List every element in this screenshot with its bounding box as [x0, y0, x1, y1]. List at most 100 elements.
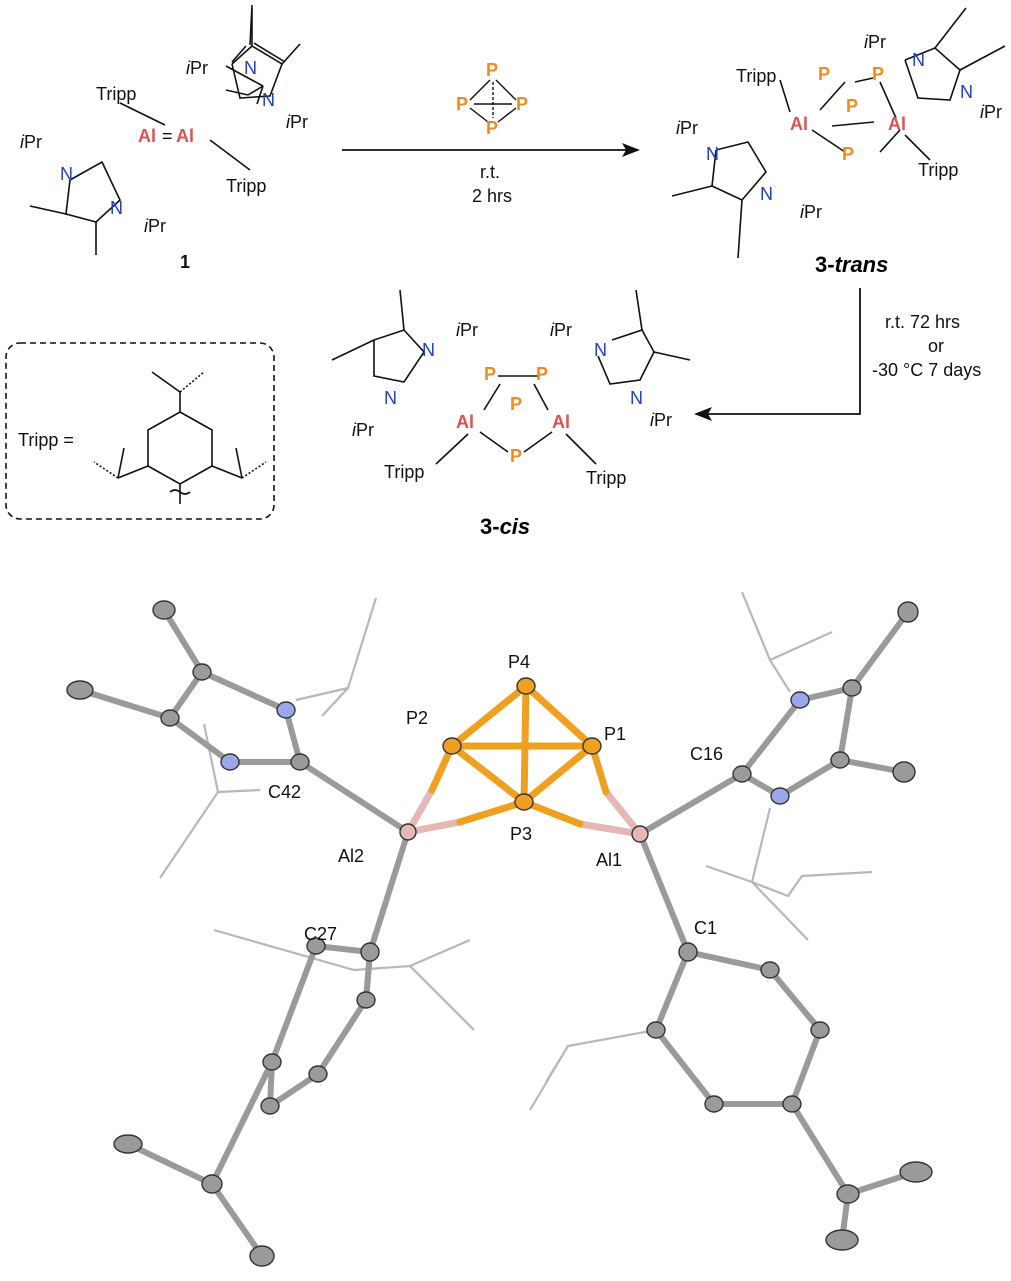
tripp-label: Tripp	[736, 66, 776, 86]
ipr-label: iPr	[352, 420, 374, 440]
conversion-arrow	[694, 288, 861, 421]
atom-label-c16: C16	[690, 744, 723, 764]
p4-reagent	[469, 79, 517, 123]
double-bond: =	[162, 126, 173, 146]
conditions-time: 2 hrs	[472, 186, 512, 206]
atom-p4	[516, 677, 536, 695]
ipr-label: iPr	[20, 132, 42, 152]
n-label: N	[760, 184, 773, 204]
atom-c	[260, 1097, 280, 1115]
p-atom: P	[872, 64, 884, 84]
ipr-label: iPr	[864, 32, 886, 52]
atom-c	[836, 1184, 860, 1204]
atom-c	[160, 709, 180, 727]
atom-c27	[360, 942, 380, 962]
tripp-label: Tripp	[586, 468, 626, 488]
p-atom: P	[510, 446, 522, 466]
ipr-label: iPr	[676, 118, 698, 138]
conversion-condition: r.t. 72 hrs	[885, 312, 960, 332]
compound-1	[29, 4, 301, 255]
atom-c	[66, 680, 94, 700]
n-label: N	[706, 144, 719, 164]
atom-label-p2: P2	[406, 708, 428, 728]
atom-p1	[582, 737, 602, 755]
n-label: N	[244, 58, 257, 78]
atom-c	[308, 1065, 328, 1083]
atom-c	[249, 1245, 275, 1267]
atom-label-p3: P3	[510, 824, 532, 844]
atom-c	[306, 937, 326, 955]
ipr-label: iPr	[550, 320, 572, 340]
n-label: N	[594, 340, 607, 360]
al-label: Al	[552, 412, 570, 432]
atom-c	[825, 1229, 859, 1251]
ipr-label: iPr	[650, 410, 672, 430]
conditions-temperature: r.t.	[480, 162, 500, 182]
conversion-condition: -30 °C 7 days	[872, 360, 981, 380]
atom-c	[830, 751, 850, 769]
atom-c16	[732, 765, 752, 783]
atom-al1	[631, 825, 649, 843]
atom-c	[152, 600, 176, 620]
p-atom: P	[484, 364, 496, 384]
atom-c	[201, 1174, 223, 1194]
compound-3-cis	[331, 289, 691, 465]
atom-al2	[399, 823, 417, 841]
p-atom: P	[516, 94, 528, 114]
ipr-label: iPr	[286, 112, 308, 132]
atom-c1	[678, 942, 698, 962]
atom-p3	[514, 793, 534, 811]
atom-label-c27: C27	[304, 924, 337, 944]
n-label: N	[912, 50, 925, 70]
atom-label-al1: Al1	[596, 850, 622, 870]
atom-label-al2: Al2	[338, 846, 364, 866]
n-label: N	[630, 388, 643, 408]
crystal-structure	[66, 591, 933, 1267]
compound-label-3-cis: 3-cis	[480, 514, 530, 539]
atom-c	[356, 991, 376, 1009]
atom-c	[899, 1161, 933, 1183]
ipr-label: iPr	[144, 216, 166, 236]
wireframe-substituents	[159, 591, 873, 1111]
tripp-label: Tripp	[384, 462, 424, 482]
al-label: Al	[456, 412, 474, 432]
atom-label-c42: C42	[268, 782, 301, 802]
phosphorus-bonds	[428, 682, 610, 828]
p-atom: P	[510, 394, 522, 414]
tripp-label: Tripp	[226, 176, 266, 196]
conversion-condition: or	[928, 336, 944, 356]
al-label: Al	[790, 114, 808, 134]
atom-n	[770, 787, 790, 805]
atom-c	[262, 1053, 282, 1071]
ipr-label: iPr	[456, 320, 478, 340]
atom-c	[113, 1134, 143, 1154]
compound-label-3-trans: 3-trans	[815, 252, 888, 277]
n-label: N	[384, 388, 397, 408]
atom-c	[192, 663, 212, 681]
p-atom: P	[818, 64, 830, 84]
n-label: N	[422, 340, 435, 360]
atom-n	[220, 753, 240, 771]
tripp-label: Tripp	[918, 160, 958, 180]
n-label: N	[60, 164, 73, 184]
n-label: N	[110, 198, 123, 218]
tripp-label: Tripp	[96, 84, 136, 104]
reaction-arrow	[342, 143, 640, 157]
atom-c	[842, 679, 862, 697]
atom-p2	[442, 737, 462, 755]
atom-label-c1: C1	[694, 918, 717, 938]
n-label: N	[960, 82, 973, 102]
p-atom: P	[486, 118, 498, 138]
atom-c	[810, 1021, 830, 1039]
al-right-label: Al	[176, 126, 194, 146]
p-atom: P	[846, 96, 858, 116]
atom-ellipsoids	[66, 600, 933, 1267]
compound-number-1: 1	[180, 252, 190, 272]
atom-c	[892, 761, 916, 783]
ipr-label: iPr	[980, 102, 1002, 122]
ipr-label: iPr	[186, 58, 208, 78]
ipr-label: iPr	[800, 202, 822, 222]
al-label: Al	[888, 114, 906, 134]
atom-c	[760, 961, 780, 979]
